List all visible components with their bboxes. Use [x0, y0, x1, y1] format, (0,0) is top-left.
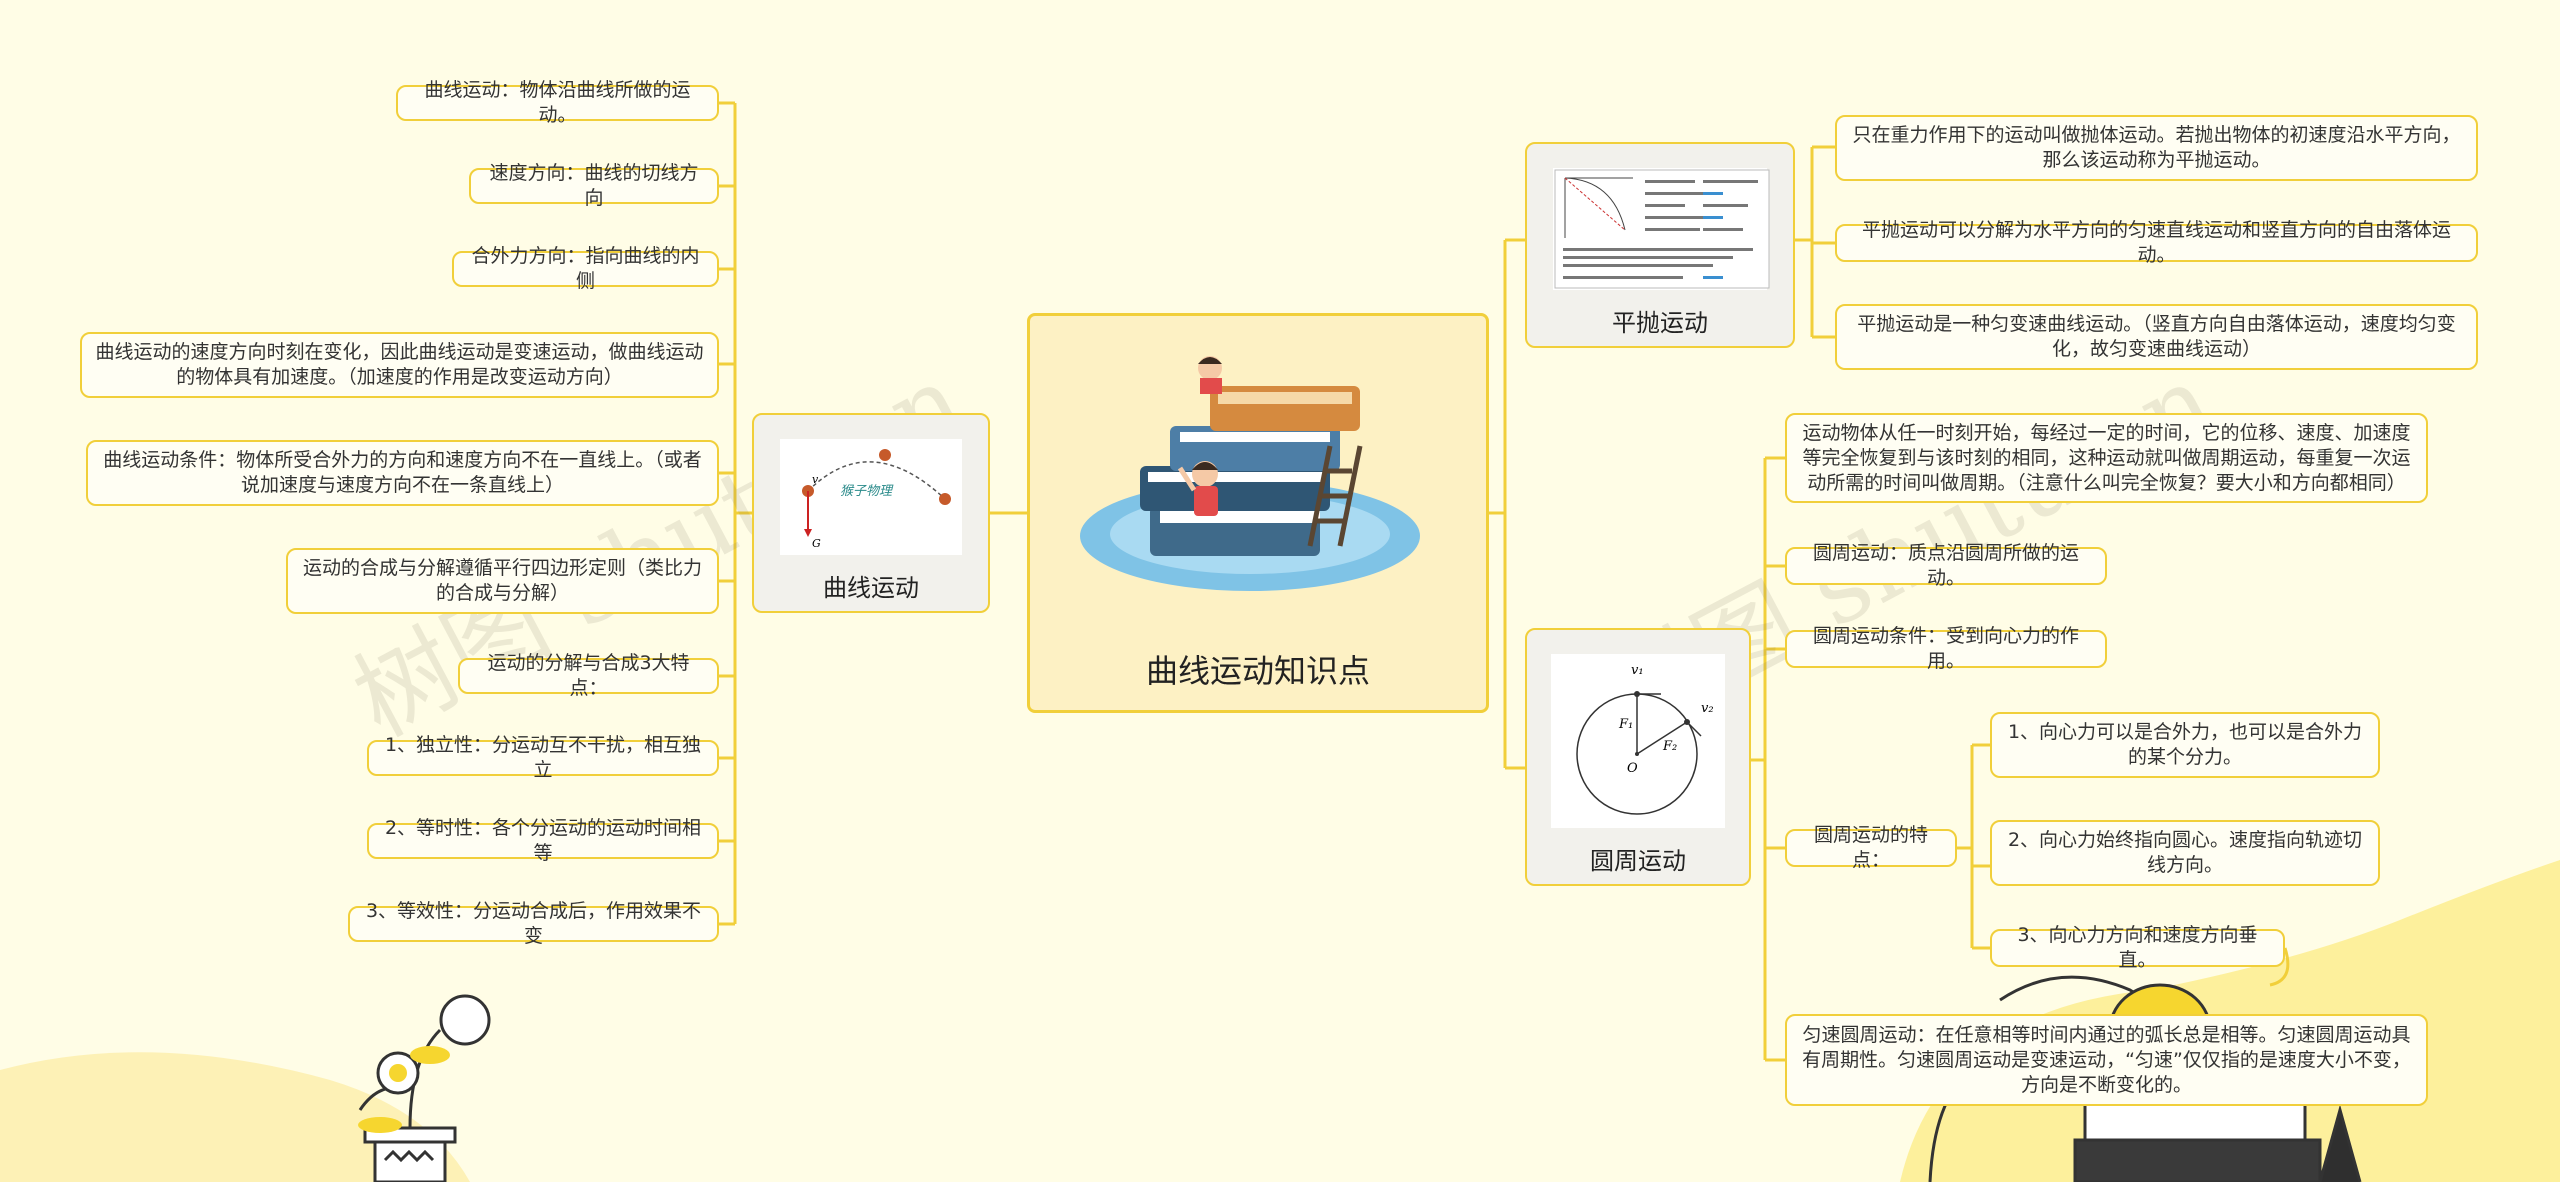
- node-item[interactable]: 圆周运动：质点沿圆周所做的运动。: [1785, 542, 2107, 589]
- node-item[interactable]: 合外力方向：指向曲线的内侧: [452, 245, 719, 292]
- label-f2: F₂: [1662, 739, 1677, 754]
- circle-motion-thumbnail: v₁ v₂ F₁ F₂ O: [1551, 654, 1725, 828]
- branch-curve-motion[interactable]: 猴子物理 v G 曲线运动: [752, 413, 990, 613]
- thumb-brand-text: 猴子物理: [840, 484, 894, 499]
- label-o: O: [1627, 761, 1638, 776]
- label-v2: v₂: [1701, 701, 1714, 716]
- node-item[interactable]: 曲线运动：物体沿曲线所做的运动。: [396, 79, 719, 126]
- node-item[interactable]: 平抛运动是一种匀变速曲线运动。（竖直方向自由落体运动，速度均匀变化，故匀变速曲线…: [1835, 304, 2478, 370]
- node-item[interactable]: 运动的合成与分解遵循平行四边形定则（类比力的合成与分解）: [286, 548, 719, 614]
- node-subitem[interactable]: 2、向心力始终指向圆心。速度指向轨迹切线方向。: [1990, 820, 2380, 886]
- node-subitem[interactable]: 1、向心力可以是合外力，也可以是合外力的某个分力。: [1990, 712, 2380, 778]
- branch-horizontal-projectile[interactable]: 平抛运动: [1525, 142, 1795, 348]
- node-item[interactable]: 平抛运动可以分解为水平方向的匀速直线运动和竖直方向的自由落体运动。: [1835, 219, 2478, 266]
- node-item[interactable]: 只在重力作用下的运动叫做抛体运动。若抛出物体的初速度沿水平方向，那么该运动称为平…: [1835, 115, 2478, 181]
- node-item[interactable]: 2、等时性：各个分运动的运动时间相等: [367, 817, 719, 864]
- node-item[interactable]: 速度方向：曲线的切线方向: [469, 162, 719, 209]
- branch-title: 平抛运动: [1612, 309, 1708, 337]
- projectile-diagram: 猴子物理 v G: [802, 449, 951, 550]
- decor-plant-illustration: [358, 994, 491, 1182]
- node-item[interactable]: 运动物体从任一时刻开始，每经过一定的时间，它的位移、速度、加速度等完全恢复到与该…: [1785, 413, 2428, 503]
- label-v1: v₁: [1631, 663, 1644, 678]
- thumb-gravity-label: G: [812, 537, 821, 550]
- formula-sheet-thumbnail: [1553, 168, 1770, 290]
- node-item[interactable]: 运动的分解与合成3大特点：: [458, 652, 719, 699]
- node-item[interactable]: 3、等效性：分运动合成后，作用效果不变: [348, 900, 719, 947]
- node-item[interactable]: 圆周运动的特点：: [1785, 824, 1957, 871]
- central-topic-title: 曲线运动知识点: [1145, 652, 1370, 690]
- decor-blob-left: [0, 1052, 470, 1182]
- label-f1: F₁: [1618, 717, 1633, 732]
- node-item[interactable]: 曲线运动条件：物体所受合外力的方向和速度方向不在一直线上。（或者说加速度与速度方…: [86, 440, 719, 506]
- node-subitem[interactable]: 3、向心力方向和速度方向垂直。: [1990, 924, 2285, 971]
- central-topic[interactable]: 曲线运动知识点: [1027, 313, 1489, 713]
- branch-circular-motion[interactable]: v₁ v₂ F₁ F₂ O 圆周运动: [1525, 628, 1751, 886]
- node-item[interactable]: 圆周运动条件：受到向心力的作用。: [1785, 625, 2107, 672]
- branch-title: 曲线运动: [823, 574, 919, 602]
- thumb-velocity-label: v: [812, 473, 819, 486]
- books-illustration: [1080, 356, 1420, 591]
- node-item[interactable]: 曲线运动的速度方向时刻在变化，因此曲线运动是变速运动，做曲线运动的物体具有加速度…: [80, 332, 719, 398]
- formula-sheet-diagram: [1554, 169, 1770, 289]
- projectile-thumbnail: 猴子物理 v G: [780, 439, 962, 555]
- node-item[interactable]: 匀速圆周运动：在任意相等时间内通过的弧长总是相等。匀速圆周运动具有周期性。匀速圆…: [1785, 1014, 2428, 1106]
- branch-title: 圆周运动: [1590, 847, 1686, 875]
- node-item[interactable]: 1、独立性：分运动互不干扰，相互独立: [367, 734, 719, 781]
- circle-force-diagram: v₁ v₂ F₁ F₂ O: [1576, 663, 1714, 815]
